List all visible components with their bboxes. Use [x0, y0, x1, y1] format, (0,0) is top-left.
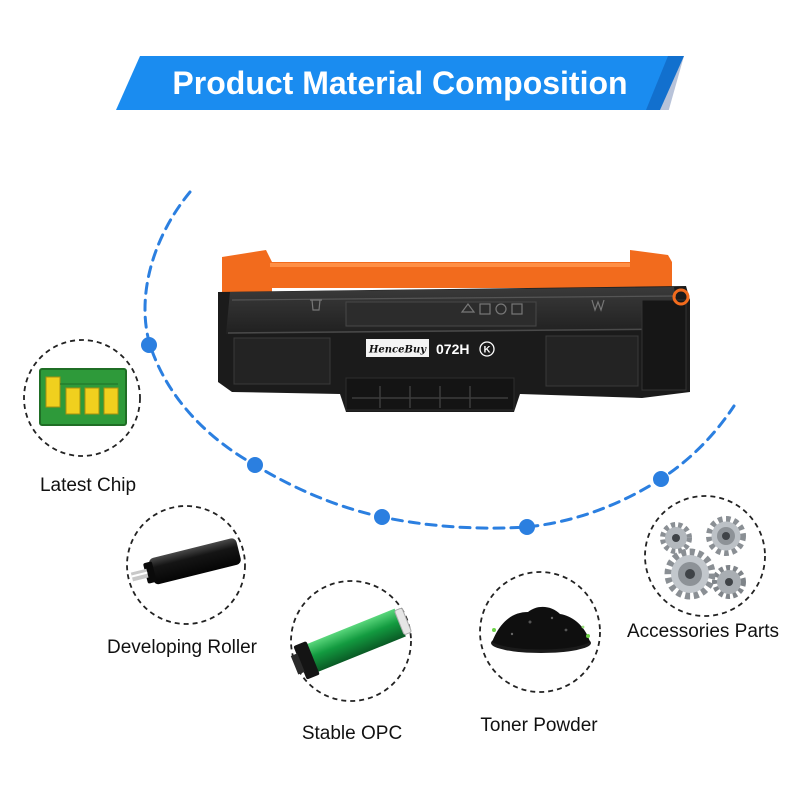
- wave-icon: [591, 299, 605, 312]
- roller-label: Developing Roller: [107, 637, 257, 658]
- cartridge-bottom-opening: [345, 377, 515, 411]
- arc-dot: [374, 509, 390, 525]
- cartridge-edge-line: [231, 295, 677, 301]
- cartridge-handle-right: [630, 250, 672, 292]
- chip-icon: [39, 368, 127, 426]
- opc-drum-icon: [290, 607, 412, 680]
- arc-dot: [247, 457, 263, 473]
- arc-dot: [653, 471, 669, 487]
- arc-dot: [519, 519, 535, 535]
- chip-label: Latest Chip: [39, 475, 137, 496]
- cartridge-strip-highlight: [270, 263, 630, 267]
- gear: [660, 522, 692, 554]
- opening-ridges: [352, 386, 508, 408]
- opc-component: [290, 580, 412, 702]
- accessories-ring: [644, 495, 766, 617]
- developing-roller-icon: [130, 538, 241, 585]
- gears-icon: [660, 516, 746, 600]
- cartridge-top-panel: [345, 301, 537, 327]
- accessories-component: [644, 495, 766, 617]
- gear: [664, 548, 716, 600]
- brand-label: HenceBuy: [368, 345, 427, 356]
- toner-powder-icon: [491, 606, 591, 653]
- roller-component: [126, 505, 246, 625]
- cartridge-edge-line: [227, 328, 681, 334]
- brand-label-box: [366, 339, 429, 357]
- cartridge-front-right: [545, 335, 639, 387]
- gear: [712, 565, 746, 599]
- toner-label: Toner Powder: [480, 715, 598, 736]
- cartridge-side-hook: [672, 288, 690, 306]
- bin-icon: [310, 299, 322, 311]
- recycle-icons: [460, 303, 523, 315]
- color-code-label: K: [484, 345, 491, 356]
- cartridge-front-left: [233, 337, 331, 385]
- cartridge-side-right: [641, 299, 687, 391]
- chip-component: [23, 339, 141, 457]
- color-code-circle: [479, 341, 495, 357]
- toner-cartridge: HenceBuy 072H K: [218, 250, 690, 412]
- banner-title: Product Material Composition: [172, 64, 628, 101]
- title-banner: Product Material Composition: [116, 56, 684, 110]
- arc-dot: [141, 337, 157, 353]
- toner-component: [479, 571, 601, 693]
- gear: [706, 516, 746, 556]
- cartridge-handle-left: [222, 250, 272, 296]
- model-label: 072H: [436, 341, 469, 357]
- accessories-label: Accessories Parts: [626, 621, 780, 642]
- opc-label: Stable OPC: [301, 723, 403, 744]
